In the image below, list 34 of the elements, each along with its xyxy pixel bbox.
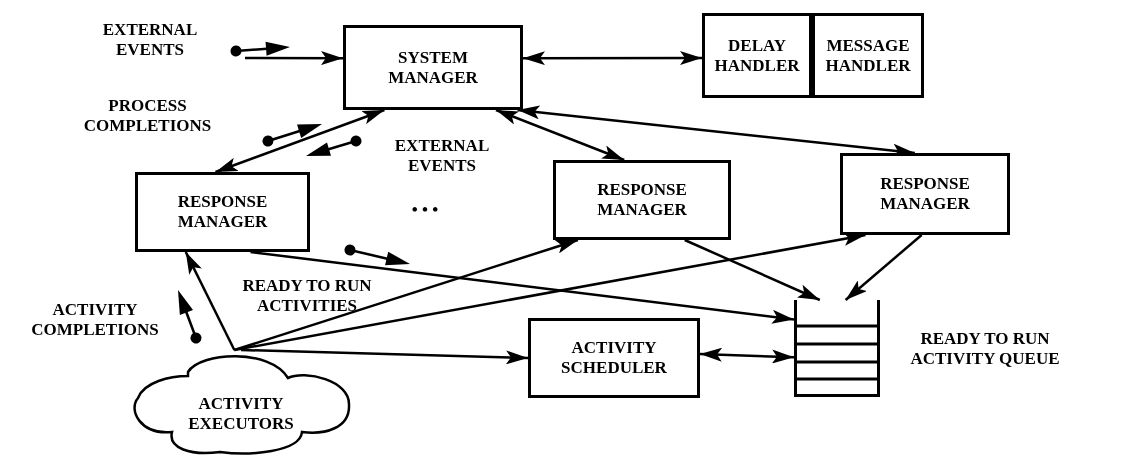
arrow [250,250,795,324]
node-label: SYSTEM MANAGER [387,47,479,88]
node-label: ACTIVITY EXECUTORS [187,393,295,434]
arrow [215,108,385,174]
arrow [699,347,795,364]
node-label: RESPONSE MANAGER [596,180,688,220]
process-box [812,13,924,98]
queue-stack [794,300,880,397]
process-box [840,153,1010,235]
arrow [844,234,923,301]
process-box [135,172,310,252]
node-label: RESPONSE MANAGER [176,192,269,232]
node-label: DELAY HANDLER [713,35,801,76]
arrow [233,238,579,352]
arrow [684,238,821,302]
node-label: ACTIVITY SCHEDULER [560,338,668,378]
node-label: MESSAGE HANDLER [824,35,912,76]
process-box [343,25,523,110]
annotation-text: ACTIVITY COMPLETIONS [30,298,160,341]
edge-label: READY TO RUN ACTIVITIES [241,274,373,317]
node-label: RESPONSE MANAGER [879,174,971,214]
annotation-text: • • • [410,198,440,221]
arrow [523,51,702,66]
annotation-text: PROCESS COMPLETIONS [82,94,213,137]
node-caption: READY TO RUN ACTIVITY QUEUE [909,327,1061,370]
arrow [184,251,236,351]
process-box [528,318,700,398]
arrow [245,51,343,66]
annotation-text: EXTERNAL EVENTS [393,134,491,177]
process-box [702,13,812,98]
process-box [553,160,731,240]
arrow [495,108,625,162]
annotation-text: EXTERNAL EVENTS [101,18,199,61]
arrow [240,348,529,365]
